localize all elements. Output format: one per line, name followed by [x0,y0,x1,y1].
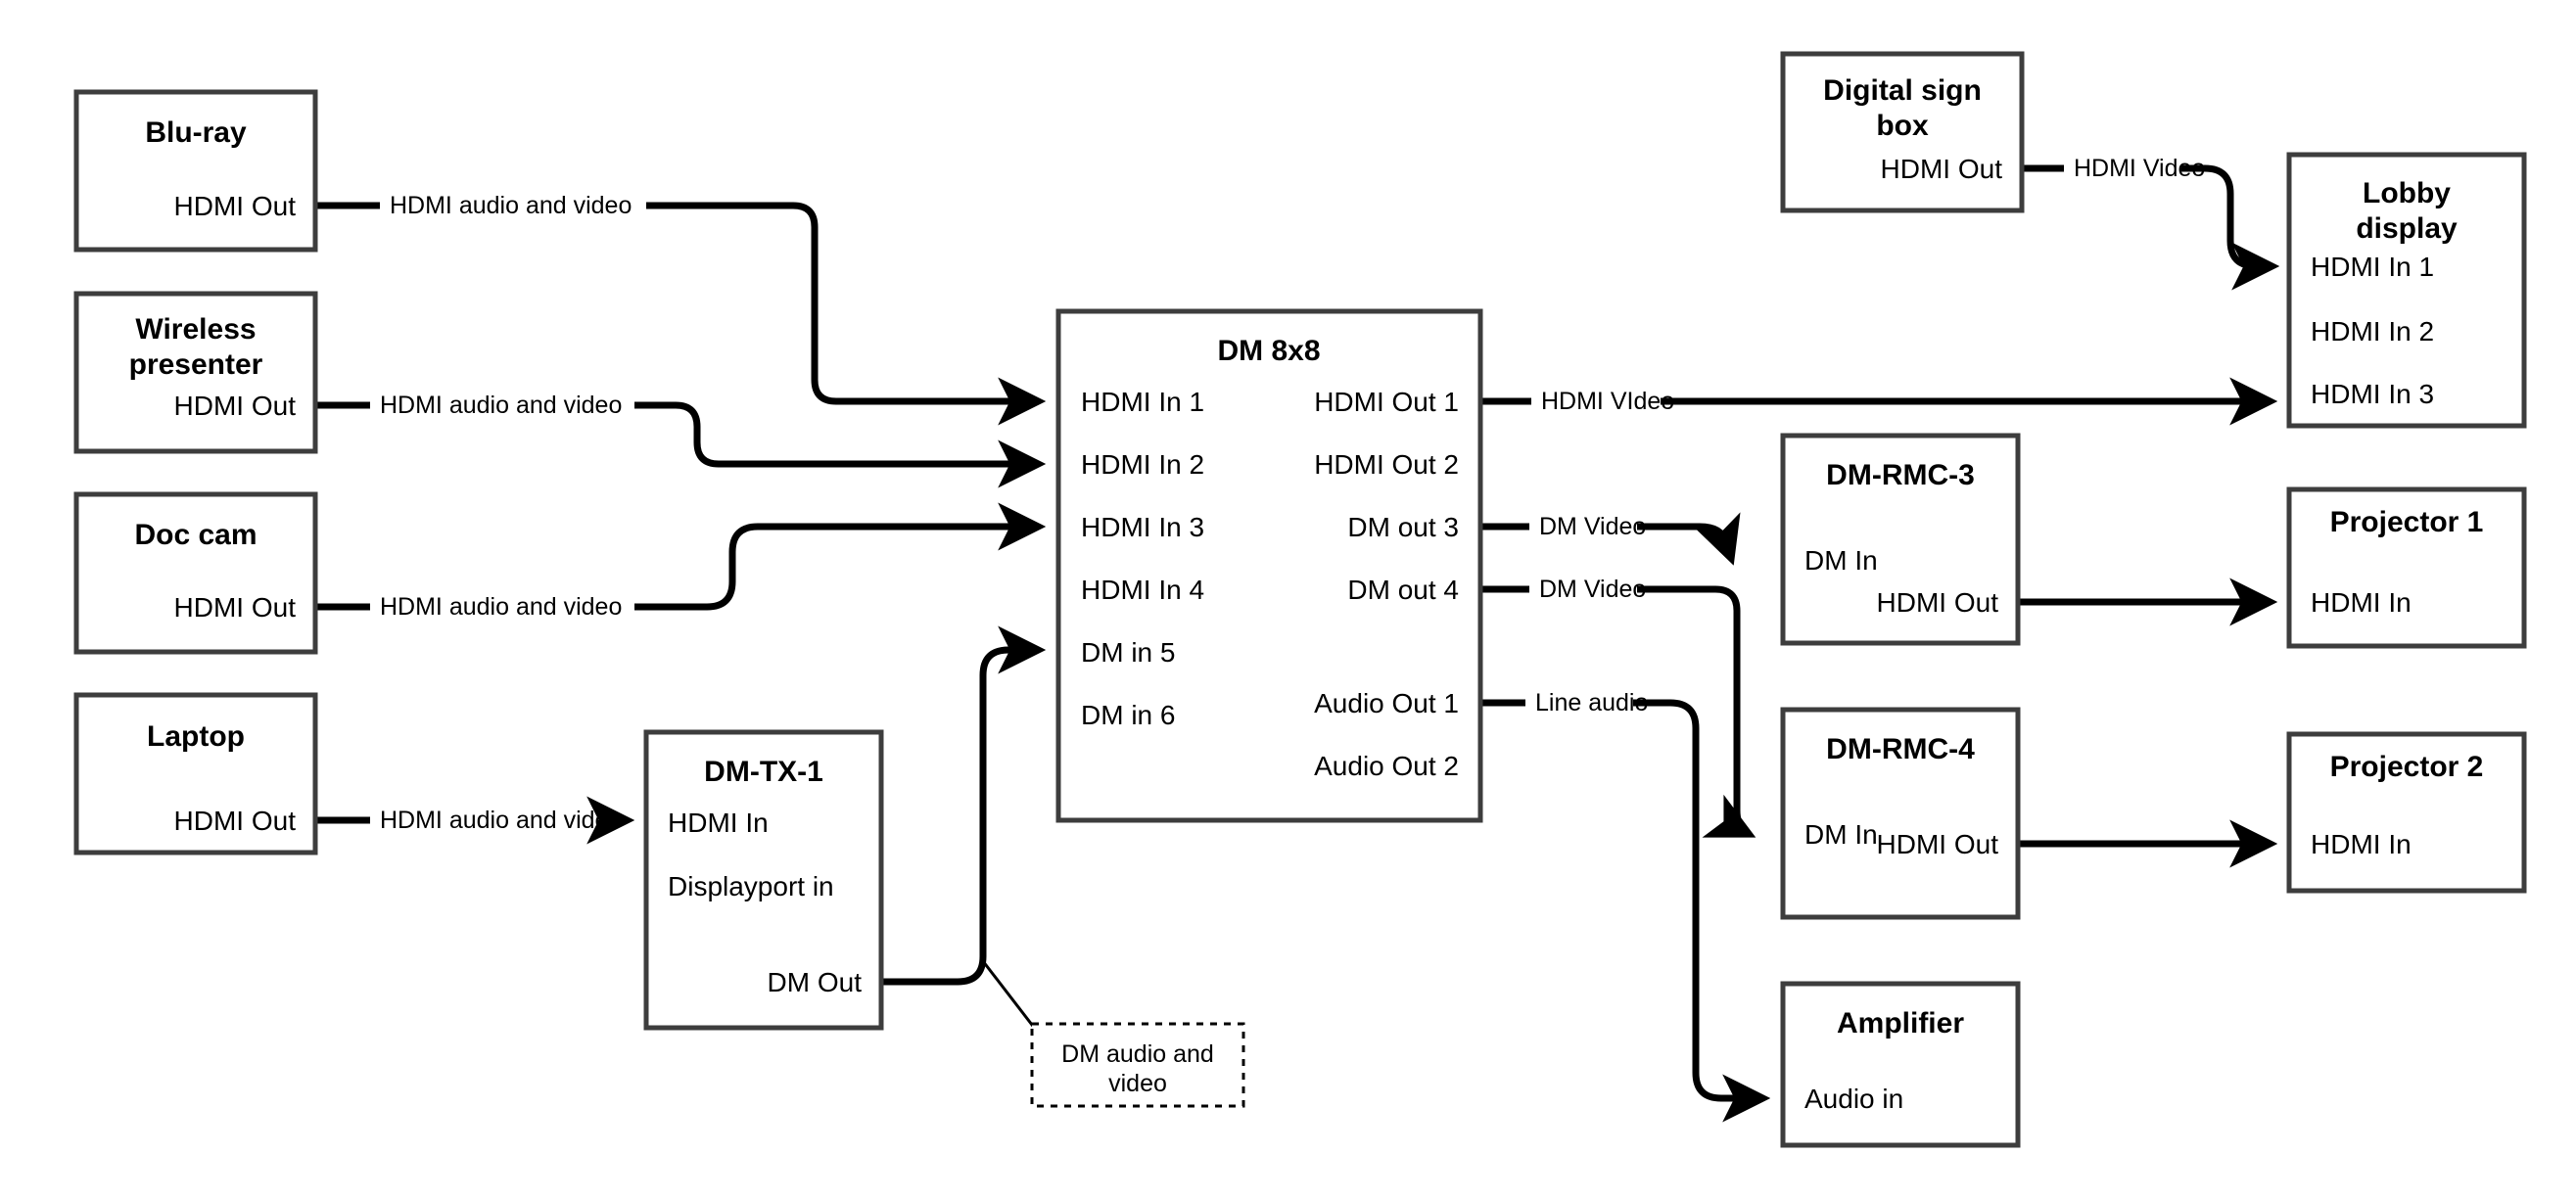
node-doc-cam-title: Doc cam [134,519,257,551]
wire-dm8x8-audio1-to-amp [1480,699,1771,1123]
wire-bluray-to-dm8x8 [315,202,1047,426]
node-dm-8x8-title: DM 8x8 [1217,335,1320,367]
wire-dm8x8-out4-to-rmc4 [1480,585,1756,838]
edge-label-laptop-to-dmtx1: HDMI audio and video [380,807,622,834]
node-dm-8x8-output-6: Audio Out 2 [1314,751,1459,781]
node-wireless-presenter[interactable]: Wireless presenter HDMI Out [73,291,318,454]
node-digital-sign-box[interactable]: Digital sign box HDMI Out [1780,51,2025,213]
wire-wireless-to-dm8x8 [315,401,1047,488]
node-amplifier[interactable]: Amplifier Audio in [1780,981,2021,1148]
wire-doccam-to-dm8x8 [315,502,1047,611]
node-dm-rmc-4-port-hdmi-out: HDMI Out [1877,829,1999,859]
node-dm-rmc-3-port-dm-in: DM In [1804,545,1878,576]
wire-signbox-to-lobby [2022,164,2280,291]
node-digital-sign-box-title-line1: Digital sign [1823,74,1982,107]
node-dm-rmc-4-title: DM-RMC-4 [1826,733,1975,765]
node-dm-8x8-input-4: HDMI In 4 [1081,575,1204,605]
edge-label-wireless-to-dm8x8: HDMI audio and video [380,392,622,419]
node-dm-tx-1-port-dm-out: DM Out [768,967,863,997]
node-dm-8x8-output-5: Audio Out 1 [1314,688,1459,718]
node-bluray-port-hdmi-out: HDMI Out [174,191,297,221]
node-amplifier-port-audio-in: Audio in [1804,1084,1903,1114]
node-dm-rmc-4-port-dm-in: DM In [1804,819,1878,850]
node-lobby-display-port-hdmi-in-1: HDMI In 1 [2311,252,2434,282]
node-lobby-display-title-line2: display [2356,212,2458,245]
node-dm-8x8-input-1: HDMI In 1 [1081,387,1204,417]
node-dm-8x8-input-2: HDMI In 2 [1081,449,1204,480]
node-lobby-display-port-hdmi-in-2: HDMI In 2 [2311,316,2434,346]
node-dm-tx-1[interactable]: DM-TX-1 HDMI In Displayport in DM Out [643,729,884,1031]
node-laptop-port-hdmi-out: HDMI Out [174,806,297,836]
node-amplifier-title: Amplifier [1837,1007,1964,1039]
callout-line1: DM audio and [1061,1040,1214,1068]
node-dm-tx-1-port-hdmi-in: HDMI In [668,808,769,838]
node-dm-8x8-input-3: HDMI In 3 [1081,512,1204,542]
node-wireless-presenter-port-hdmi-out: HDMI Out [174,391,297,421]
edge-label-dm8x8-out3: DM Video [1539,513,1646,540]
edge-label-bluray-to-dm8x8: HDMI audio and video [390,192,632,219]
node-projector-2-title: Projector 2 [2330,751,2484,783]
node-lobby-display[interactable]: Lobby display HDMI In 1 HDMI In 2 HDMI I… [2286,152,2527,429]
node-digital-sign-box-port-hdmi-out: HDMI Out [1881,154,2003,184]
node-doc-cam[interactable]: Doc cam HDMI Out [73,491,318,655]
node-dm-8x8-output-3: DM out 3 [1347,512,1459,542]
edge-label-doccam-to-dm8x8: HDMI audio and video [380,593,622,621]
callout-line2: video [1108,1070,1167,1097]
node-projector-1[interactable]: Projector 1 HDMI In [2286,486,2527,649]
edge-label-dm8x8-out4: DM Video [1539,576,1646,603]
node-dm-8x8-output-4: DM out 4 [1347,575,1459,605]
callout-dm-audio-and-video: DM audio and video [1030,1022,1245,1108]
edge-label-dm8x8-audio1: Line audio [1535,689,1648,716]
node-wireless-presenter-title-line2: presenter [129,348,263,381]
node-dm-8x8[interactable]: DM 8x8 HDMI In 1 HDMI In 2 HDMI In 3 HDM… [1055,308,1483,823]
node-dm-rmc-3-title: DM-RMC-3 [1826,459,1975,491]
node-digital-sign-box-title-line2: box [1876,110,1929,142]
node-projector-2[interactable]: Projector 2 HDMI In [2286,731,2527,894]
node-projector-1-title: Projector 1 [2330,506,2484,538]
node-projector-1-port-hdmi-in: HDMI In [2311,587,2412,618]
node-dm-8x8-input-6: DM in 6 [1081,700,1175,730]
node-dm-rmc-4[interactable]: DM-RMC-4 DM In HDMI Out [1780,707,2021,920]
node-laptop[interactable]: Laptop HDMI Out [73,692,318,855]
node-dm-rmc-3[interactable]: DM-RMC-3 DM In HDMI Out [1780,433,2021,646]
node-dm-tx-1-title: DM-TX-1 [704,756,823,788]
node-dm-tx-1-port-displayport-in: Displayport in [668,871,834,901]
node-bluray-title: Blu-ray [145,116,247,149]
node-doc-cam-port-hdmi-out: HDMI Out [174,592,297,623]
node-lobby-display-title-line1: Lobby [2363,177,2451,209]
node-bluray[interactable]: Blu-ray HDMI Out [73,89,318,253]
edge-label-dm8x8-out1: HDMI VIdeo [1541,388,1674,415]
node-wireless-presenter-title-line1: Wireless [135,313,256,346]
node-laptop-title: Laptop [147,720,245,753]
node-dm-8x8-output-2: HDMI Out 2 [1314,449,1459,480]
wire-dm8x8-out3-to-rmc3 [1480,512,1741,566]
node-dm-8x8-output-1: HDMI Out 1 [1314,387,1459,417]
node-projector-2-port-hdmi-in: HDMI In [2311,829,2412,859]
edge-label-signbox-to-lobby: HDMI Video [2074,155,2205,182]
node-lobby-display-port-hdmi-in-3: HDMI In 3 [2311,379,2434,409]
node-dm-rmc-3-port-hdmi-out: HDMI Out [1877,587,1999,618]
node-dm-8x8-input-5: DM in 5 [1081,637,1175,668]
wire-dmtx1-to-dm8x8 [881,625,1047,1039]
